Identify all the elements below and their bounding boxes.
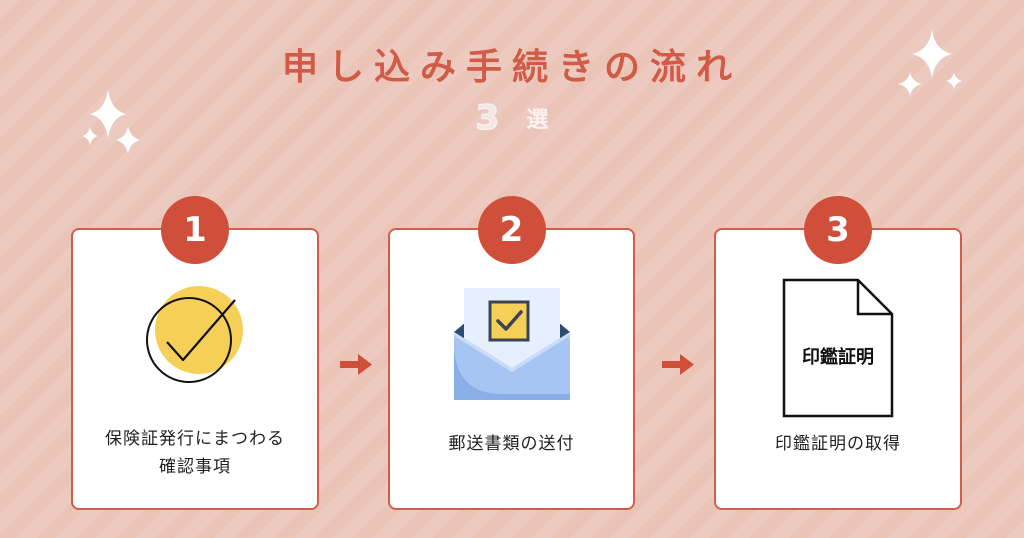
step-label-line1: 郵送書類の送付 [448,434,575,454]
step-label: 印鑑証明の取得 [716,430,960,458]
arrow-right-icon [340,354,372,375]
step-label: 郵送書類の送付 [390,430,633,458]
document-icon [782,278,894,418]
step-label-line2: 確認事項 [159,457,231,477]
count-suffix: 選 [526,108,549,133]
page-subtitle: 3 選 [0,97,1024,139]
arrow-right-icon [662,354,694,375]
step-number-badge: 1 [161,196,229,264]
count-number: 3 [475,97,500,139]
step-label: 保険証発行にまつわる 確認事項 [73,425,317,481]
document-text: 印鑑証明 [802,347,874,368]
step-card-2: 2 郵送書類の送付 [388,196,635,510]
check-circle-icon [146,286,243,383]
envelope-checkbox-icon [453,288,570,400]
step-card-3: 3 印鑑証明 印鑑証明の取得 [714,196,962,510]
sparkle-icon [898,30,962,96]
step-number-badge: 3 [804,196,872,264]
page-title: 申し込み手続きの流れ [281,47,742,88]
step-card-1: 1 保険証発行にまつわる 確認事項 [71,196,319,510]
step-label-line1: 印鑑証明の取得 [775,434,901,454]
step-number-badge: 2 [477,196,546,264]
step-label-line1: 保険証発行にまつわる [105,429,285,449]
sparkle-icon [82,90,140,154]
